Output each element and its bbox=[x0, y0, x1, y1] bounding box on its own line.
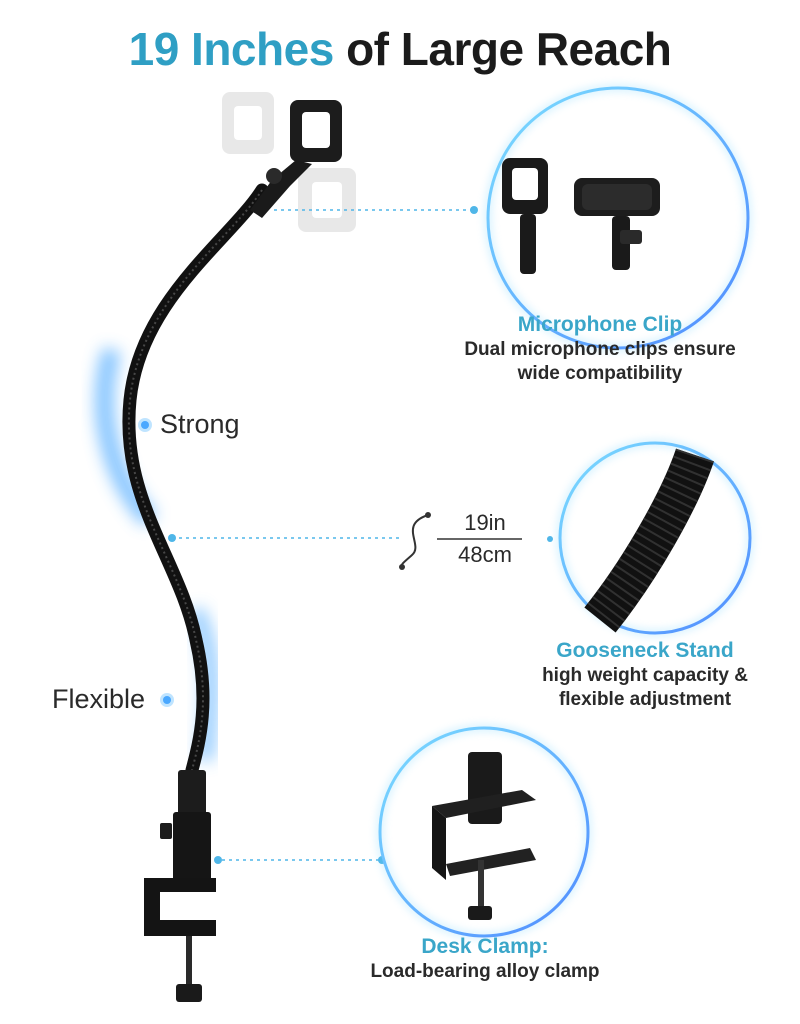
title-accent: 19 Inches bbox=[128, 23, 335, 75]
feature-desc-line1: Load-bearing alloy clamp bbox=[370, 961, 600, 982]
feature-desc-line1: high weight capacity & bbox=[542, 665, 748, 686]
label-dots bbox=[138, 418, 174, 707]
feature-desc-line2: flexible adjustment bbox=[558, 689, 732, 710]
feature-title: Desk Clamp: bbox=[421, 935, 549, 958]
label-flexible: Flexible bbox=[52, 684, 146, 714]
leader-lines bbox=[172, 209, 474, 861]
gooseneck-arm bbox=[122, 183, 269, 777]
feature-desc-line2: wide compatibility bbox=[517, 363, 683, 384]
page-title: 19 Inches of Large Reach bbox=[0, 22, 800, 76]
gooseneck-glow bbox=[95, 347, 219, 761]
feature-circle-clip bbox=[484, 84, 752, 352]
feature-title: Gooseneck Stand bbox=[556, 639, 734, 662]
dimension-inches: 19in bbox=[464, 510, 506, 535]
feature-desc-line1: Dual microphone clips ensure bbox=[464, 339, 736, 360]
feature-title: Microphone Clip bbox=[517, 313, 683, 336]
ghost-clip-upper bbox=[222, 92, 274, 154]
ghost-clip-lower bbox=[298, 168, 356, 232]
desk-clamp bbox=[144, 770, 216, 1002]
feature-circle-gooseneck bbox=[556, 439, 754, 637]
microphone-clip-head bbox=[250, 100, 342, 218]
label-strong: Strong bbox=[160, 409, 240, 439]
dimension-marker bbox=[399, 512, 553, 570]
feature-circle-clamp bbox=[376, 724, 592, 940]
feature-desk-clamp: Desk Clamp: Load-bearing alloy clamp bbox=[320, 934, 650, 984]
title-rest: of Large Reach bbox=[346, 23, 672, 75]
feature-microphone-clip: Microphone Clip Dual microphone clips en… bbox=[420, 312, 780, 386]
dimension-cm: 48cm bbox=[458, 542, 512, 567]
feature-gooseneck-stand: Gooseneck Stand high weight capacity & f… bbox=[500, 638, 790, 712]
